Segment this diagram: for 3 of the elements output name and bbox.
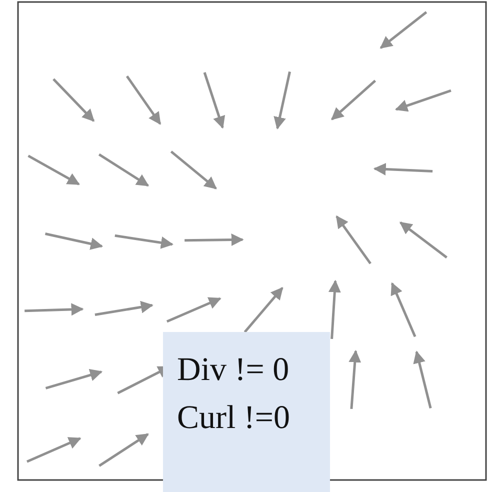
label-box [163, 332, 330, 492]
equation-text: Curl !=0 [177, 399, 292, 438]
equation-text: Div != 0 [177, 351, 290, 390]
